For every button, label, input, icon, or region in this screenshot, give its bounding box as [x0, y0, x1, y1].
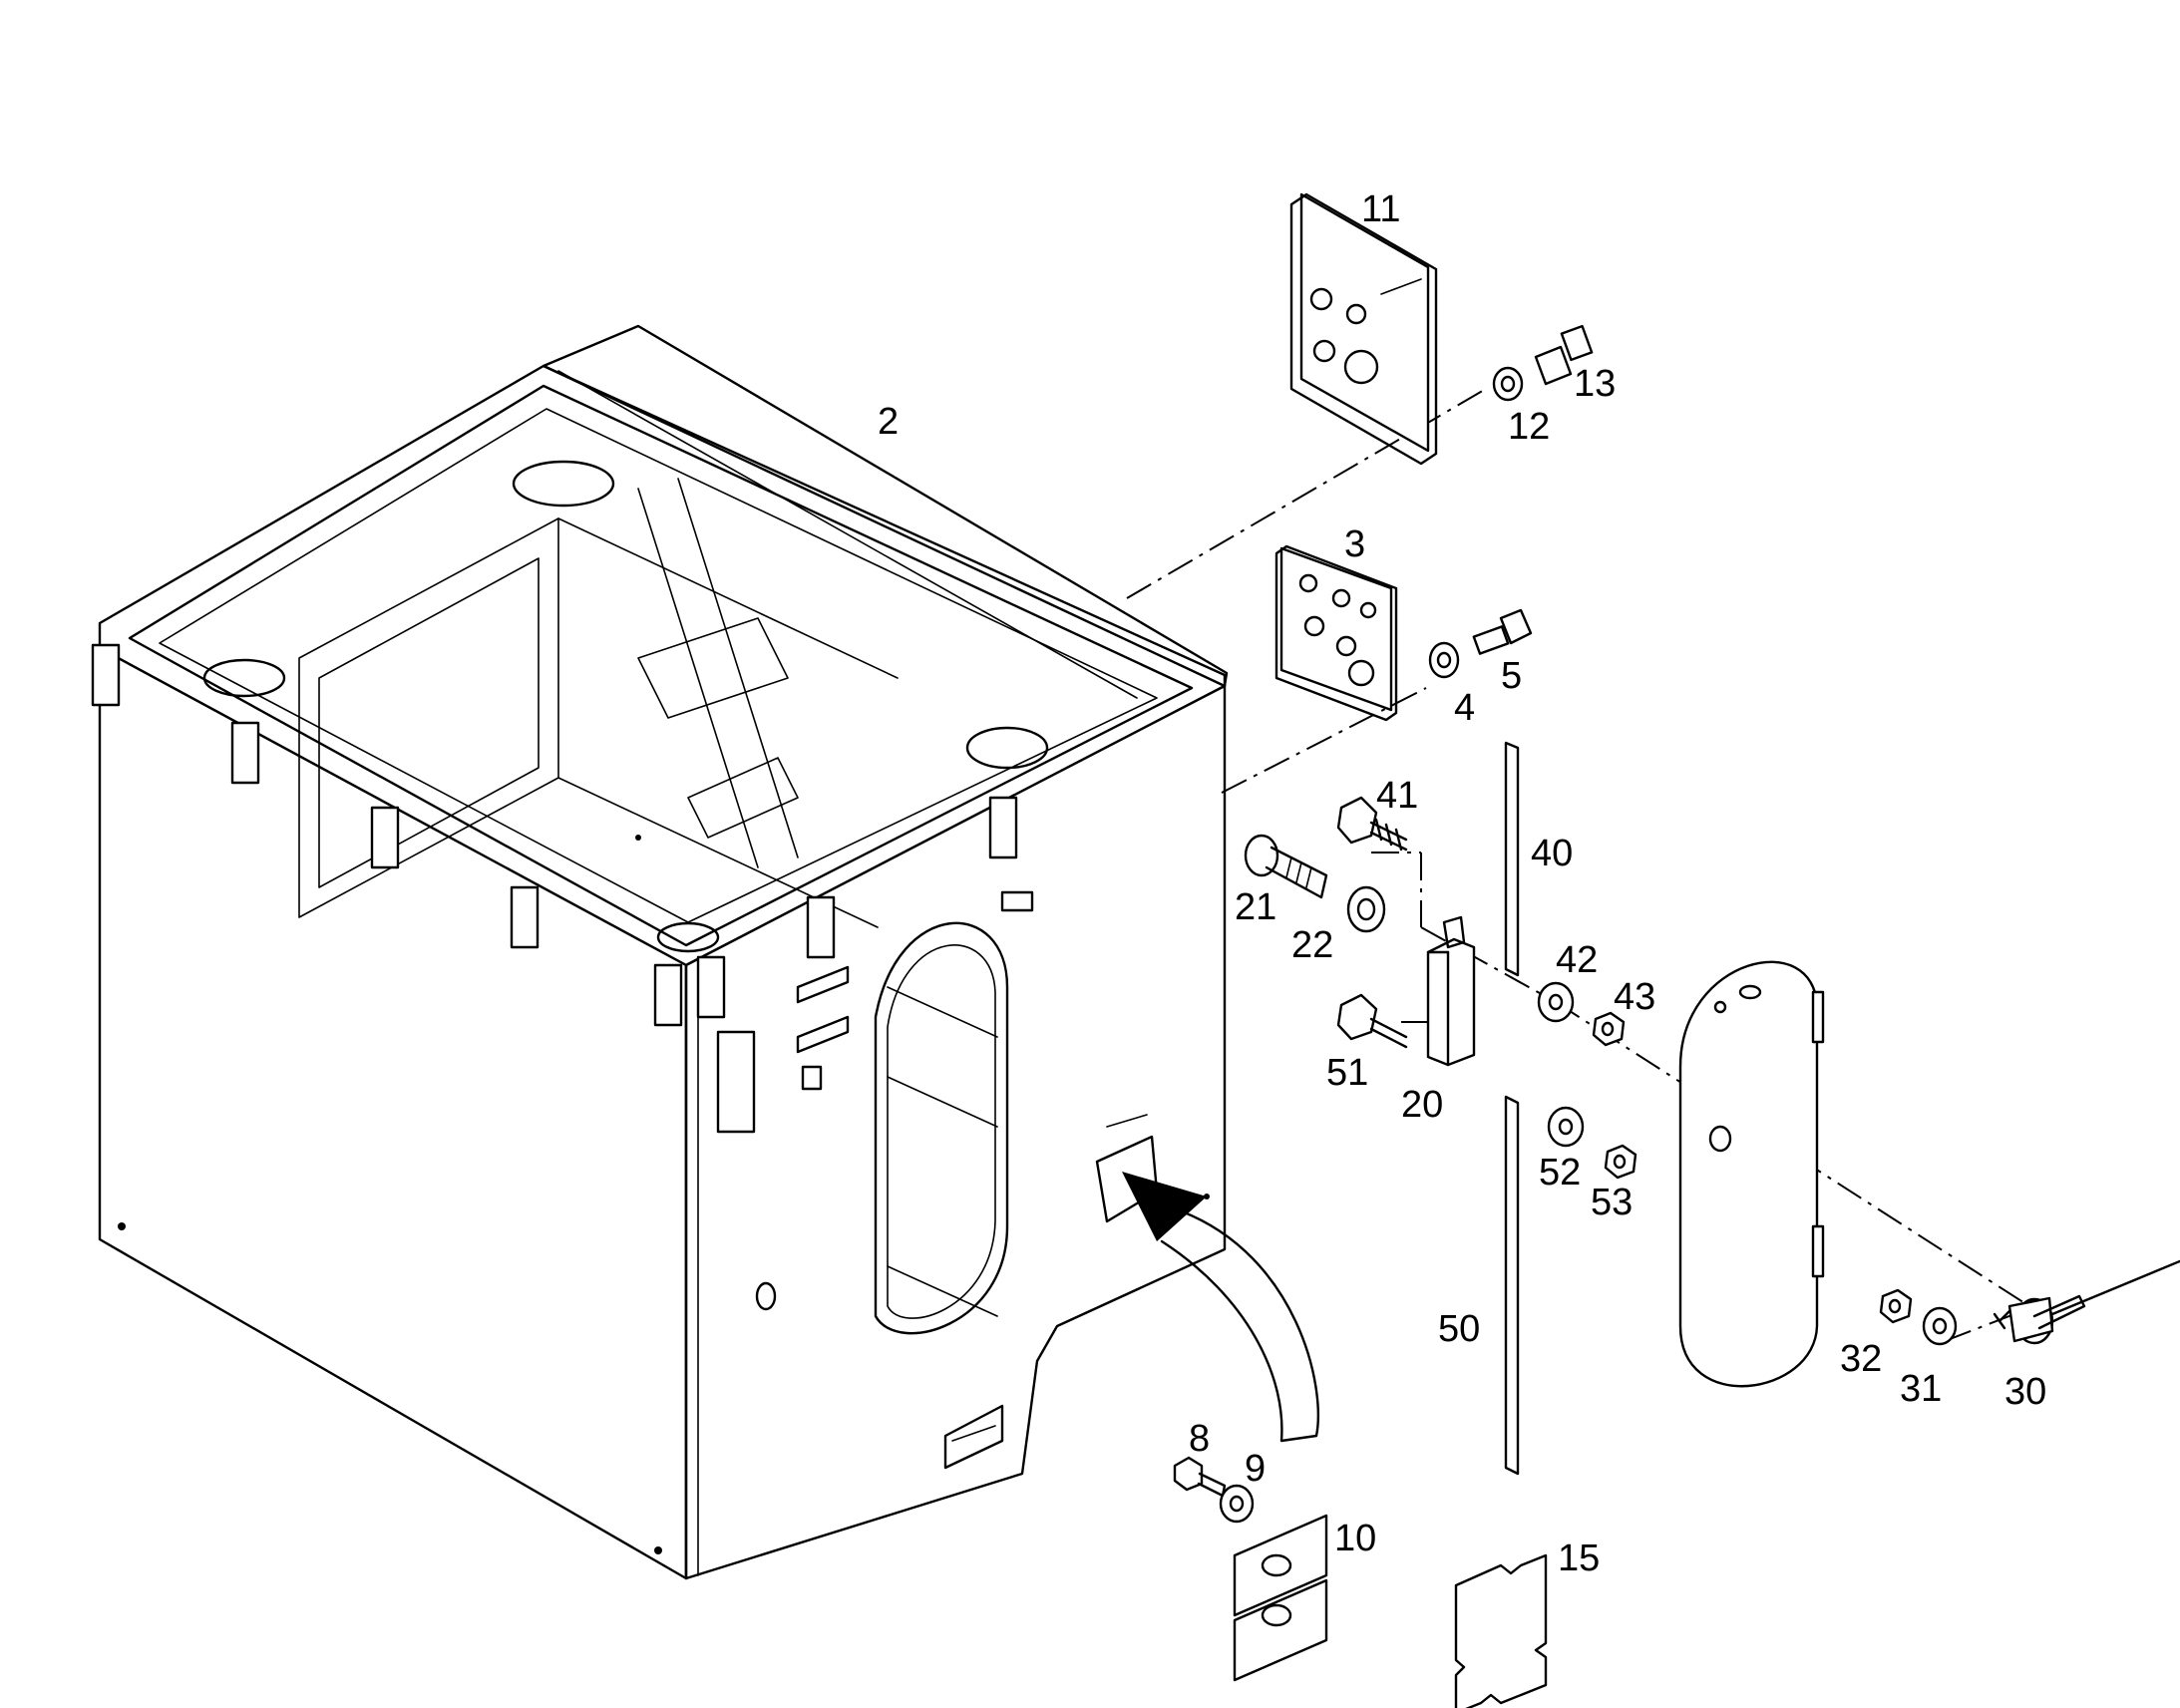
label-22: 22 — [1291, 924, 1333, 966]
label-51: 51 — [1326, 1052, 1368, 1094]
part-53-nut — [1604, 1144, 1637, 1180]
label-43: 43 — [1614, 976, 1655, 1018]
label-21: 21 — [1235, 886, 1276, 928]
label-52: 52 — [1539, 1152, 1581, 1194]
door-panel — [1678, 960, 1825, 1388]
part-42-washer — [1537, 981, 1575, 1023]
label-42: 42 — [1556, 939, 1598, 981]
part-8-bolt — [1173, 1456, 1227, 1498]
part-labels: 2 11 13 12 3 5 4 41 40 21 22 42 43 51 20… — [878, 188, 2046, 1579]
part-40-bar — [1504, 741, 1520, 977]
label-15: 15 — [1558, 1537, 1600, 1579]
part-21-bolt — [1244, 834, 1328, 899]
part-12-washer — [1492, 366, 1524, 402]
label-50: 50 — [1438, 1308, 1480, 1350]
label-11: 11 — [1361, 188, 1400, 230]
label-4: 4 — [1454, 687, 1475, 729]
label-3: 3 — [1344, 523, 1365, 565]
part-13-bolt — [1534, 324, 1594, 386]
label-31: 31 — [1900, 1368, 1942, 1410]
part-20-block — [1426, 915, 1476, 1067]
part-9-washer — [1219, 1484, 1255, 1524]
label-53: 53 — [1591, 1182, 1633, 1223]
part-22-washer — [1346, 885, 1386, 933]
cabinet-frame — [91, 324, 1229, 1580]
part-32-nut — [1879, 1288, 1913, 1324]
label-12: 12 — [1508, 406, 1550, 448]
label-9: 9 — [1245, 1448, 1266, 1490]
label-40: 40 — [1531, 833, 1573, 874]
part-30-handle — [1993, 1259, 2180, 1345]
part-10-plates — [1233, 1514, 1328, 1682]
label-20: 20 — [1401, 1084, 1443, 1126]
part-11-cover — [1289, 192, 1438, 466]
part-4-washer — [1428, 641, 1460, 679]
part-52-washer — [1547, 1106, 1585, 1148]
label-5: 5 — [1501, 655, 1522, 697]
part-41-bolt — [1336, 796, 1408, 852]
part-50-bar — [1504, 1095, 1520, 1476]
part-3-plate — [1274, 544, 1398, 722]
label-30: 30 — [2004, 1371, 2046, 1413]
label-8: 8 — [1189, 1418, 1210, 1460]
label-13: 13 — [1574, 363, 1616, 405]
label-10: 10 — [1334, 1518, 1376, 1559]
part-31-washer — [1922, 1306, 1958, 1346]
detail-arrow — [1122, 1172, 1319, 1443]
label-32: 32 — [1840, 1338, 1882, 1380]
part-51-bolt — [1336, 993, 1408, 1049]
label-2: 2 — [878, 401, 899, 443]
label-41: 41 — [1376, 775, 1418, 817]
part-15-gasket — [1454, 1553, 1548, 1708]
part-5-bolt — [1472, 608, 1533, 655]
part-43-nut — [1592, 1011, 1626, 1047]
